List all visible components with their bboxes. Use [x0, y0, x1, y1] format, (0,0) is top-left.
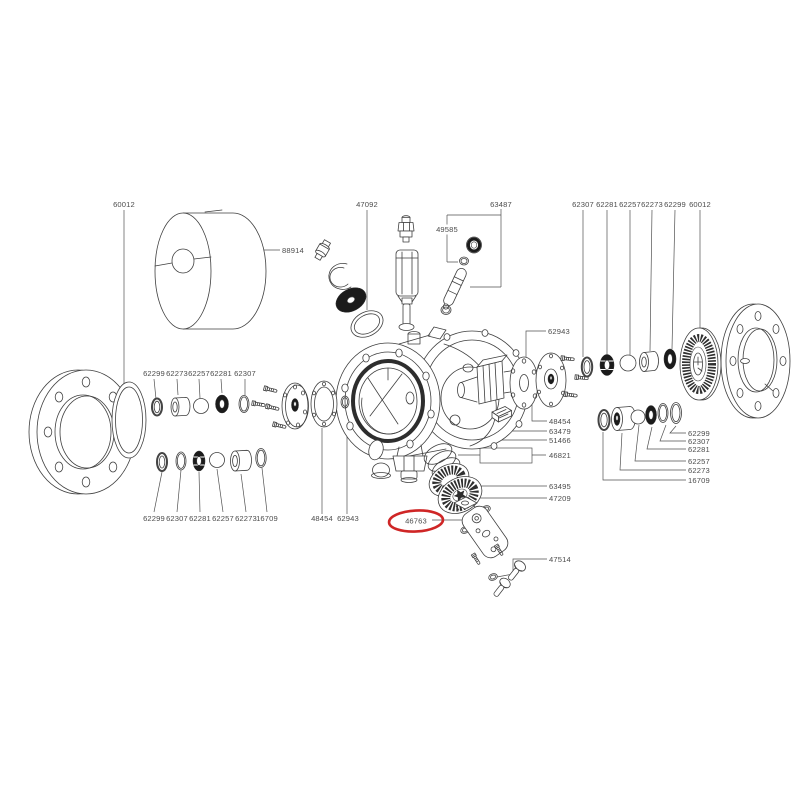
fitting-group-47092: [314, 239, 384, 338]
part-label-63487: 63487: [490, 200, 512, 209]
part-label-47092: 47092: [356, 200, 378, 209]
seal-row-lower-right: [597, 402, 682, 431]
part-labels: 60012 88914 47092 63487 49585 62943 6230…: [113, 200, 711, 564]
part-label-lb-62273: 62273: [235, 514, 257, 523]
part-label-60012-left: 60012: [113, 200, 135, 209]
part-label-88914: 88914: [282, 246, 304, 255]
plate-62943-right: [509, 356, 539, 410]
part-label-63479: 63479: [549, 427, 571, 436]
part-label-49585: 49585: [436, 225, 458, 234]
part-label-48454-bottom: 48454: [311, 514, 333, 523]
part-label-62943-bottom: 62943: [337, 514, 359, 523]
part-label-46763-highlighted: 46763: [405, 517, 427, 526]
flange-60012-left: [28, 369, 136, 495]
gasket-48454-left: [310, 380, 338, 428]
part-label-51466: 51466: [549, 436, 571, 445]
clamp-63479: [491, 406, 512, 423]
part-label-46821: 46821: [549, 451, 571, 460]
seal-row-lower-left: [156, 448, 267, 472]
part-label-47209: 47209: [549, 494, 571, 503]
pump-body: [335, 326, 531, 483]
part-label-la-62281: 62281: [210, 369, 232, 378]
oring-62943-left: [340, 395, 350, 409]
part-label-47514: 47514: [549, 555, 571, 564]
part-label-rb-62299: 62299: [688, 429, 710, 438]
part-label-rb-62273: 62273: [688, 466, 710, 475]
part-label-tr-62307: 62307: [572, 200, 594, 209]
plate-left: [281, 382, 309, 430]
part-label-la-62273: 62273: [166, 369, 188, 378]
part-label-lb-16709: 16709: [256, 514, 278, 523]
part-label-rb-62281: 62281: [688, 445, 710, 454]
part-label-62943-right: 62943: [548, 327, 570, 336]
part-label-la-62307: 62307: [234, 369, 256, 378]
diaphragm-left: [111, 381, 147, 459]
diaphragm-60012-right: [679, 327, 722, 401]
part-label-lb-62281: 62281: [189, 514, 211, 523]
part-label-tr-62281: 62281: [596, 200, 618, 209]
part-label-48454-right: 48454: [549, 417, 571, 426]
valve-stack-47092: [395, 215, 419, 331]
seal-row-upper-left: [151, 394, 250, 417]
part-label-rb-16709: 16709: [688, 476, 710, 485]
plate-48454-right: [535, 352, 567, 408]
part-label-tr-62299: 62299: [664, 200, 686, 209]
part-label-lb-62257: 62257: [212, 514, 234, 523]
part-label-rb-62257: 62257: [688, 457, 710, 466]
part-label-tr-62273: 62273: [641, 200, 663, 209]
part-label-tr-62257: 62257: [619, 200, 641, 209]
highlight-ellipse: [387, 509, 445, 533]
part-label-lb-62307: 62307: [166, 514, 188, 523]
clamp-cylinder-88914: [154, 209, 267, 330]
part-label-la-62299: 62299: [143, 369, 165, 378]
part-label-60012-right: 60012: [689, 200, 711, 209]
part-label-63495: 63495: [549, 482, 571, 491]
screws-left: [251, 385, 287, 430]
part-label-la-62257: 62257: [188, 369, 210, 378]
flange-60012-right: [720, 303, 791, 419]
seal-row-top-right: [580, 348, 677, 378]
part-label-rb-62307: 62307: [688, 437, 710, 446]
valve-group-63487: [440, 236, 482, 315]
bottom-plate-47514: [461, 505, 528, 600]
part-label-lb-62299: 62299: [143, 514, 165, 523]
